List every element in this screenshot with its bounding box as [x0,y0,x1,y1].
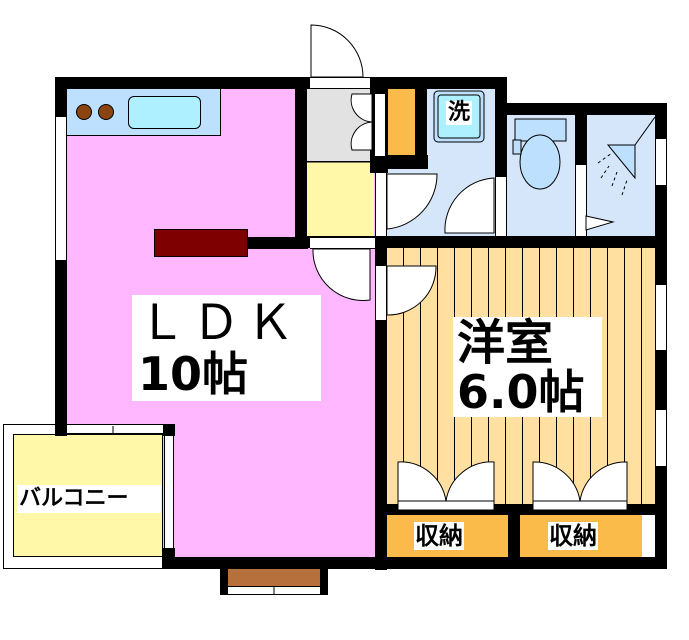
window [655,139,667,185]
wall [248,237,308,249]
wall [508,504,520,564]
wall [655,350,667,410]
wall [163,424,175,436]
door-opening [495,177,507,236]
wall [163,548,175,568]
wall [655,185,667,285]
shoe-closet-fill [387,89,415,157]
door-opening [374,94,386,156]
shower-room [586,114,656,236]
wall [655,103,667,139]
hallway [306,162,374,236]
wall [370,77,500,89]
stove-burner-icon [98,104,114,120]
western-room-name: 洋室 [457,315,554,371]
wall [163,557,667,569]
ldk-size: 10帖 [138,347,249,401]
wall [415,77,427,169]
wall [370,155,428,169]
western-room-label-box: 洋室 6.0帖 [453,317,602,417]
storage-right-label: 収納 [548,522,598,550]
wall [575,103,587,165]
wall [220,557,228,595]
wall [55,77,67,117]
ldk-name: ＬＤＫ [138,295,301,351]
western-room [387,248,657,513]
wall [320,557,328,595]
wall [55,77,310,89]
wall [300,236,667,248]
wall [495,77,507,177]
wall [295,77,307,249]
wall [655,466,667,569]
window [67,424,163,434]
sink [128,96,201,129]
window [655,410,667,466]
stove-burner-icon [76,104,92,120]
wall [55,260,67,436]
storage-left-label: 収納 [414,522,464,550]
wall [375,504,667,515]
window [164,436,174,548]
door-opening [575,165,587,236]
ldk-label-box: ＬＤＫ 10帖 [132,295,321,401]
window [55,117,67,260]
wall [375,236,387,266]
washroom-label: 洗 [446,100,473,125]
window [655,285,667,350]
refrigerator-space [154,229,248,257]
western-room-size: 6.0帖 [457,365,585,419]
balcony-label: バルコニー [17,485,161,513]
